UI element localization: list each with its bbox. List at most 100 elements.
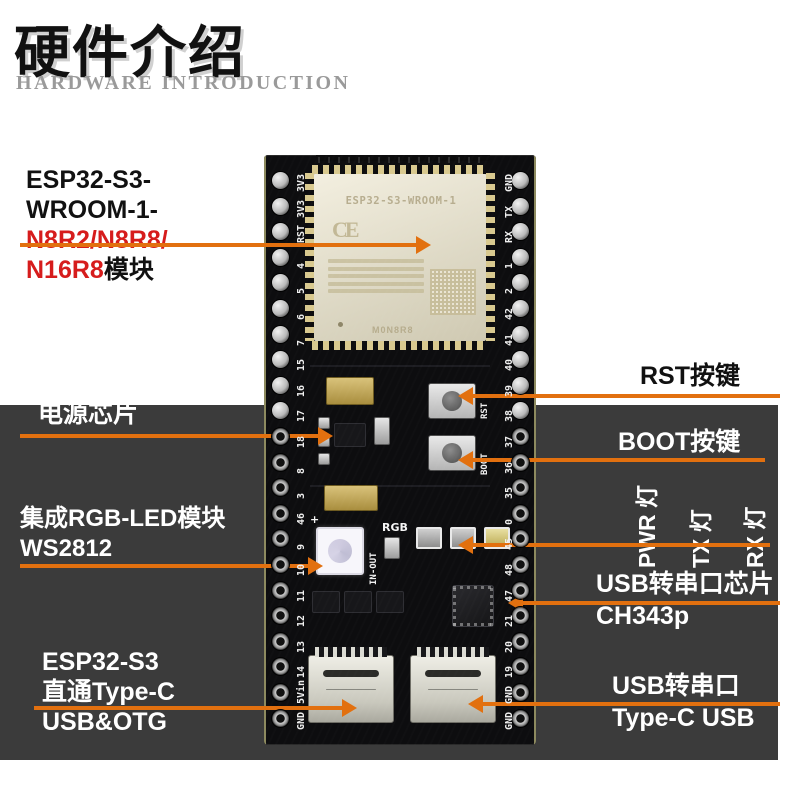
right-pin-19[interactable] — [512, 658, 529, 676]
callout-rst-button: RST按键 — [640, 362, 741, 390]
plus-silkscreen: + — [310, 513, 320, 526]
ch343p-usb-serial-chip — [452, 585, 494, 627]
smd-resistor — [318, 453, 330, 465]
callout-module-line4-red: N16R8 — [26, 256, 104, 284]
callout-usb-serial-port-line1: USB转串口 — [612, 672, 740, 700]
right-pin-label-48: 48 — [504, 563, 515, 576]
right-pin-45[interactable] — [512, 530, 529, 548]
right-pin-gnd[interactable] — [512, 684, 529, 701]
smd-component — [344, 591, 372, 613]
leader-line-rst — [470, 394, 780, 398]
boot-silkscreen: BOOT — [480, 453, 490, 475]
left-pin-3[interactable] — [272, 479, 289, 497]
right-pin-gnd[interactable] — [512, 709, 529, 727]
left-pin-label-18: 18 — [296, 435, 307, 448]
left-pin-8[interactable] — [272, 453, 289, 471]
right-pin-rx[interactable] — [512, 223, 529, 241]
right-pin-20[interactable] — [512, 632, 529, 650]
callout-module-line2: WROOM-1- — [26, 196, 158, 224]
callout-usb-serial-chip-line1: USB转串口芯片 — [596, 570, 774, 598]
leader-line-usb-otg — [34, 706, 344, 710]
module-pads-top — [312, 165, 488, 174]
right-pin-21[interactable] — [512, 607, 529, 625]
right-pin-47[interactable] — [512, 581, 529, 599]
callout-pwr-led: PWR 灯 — [634, 484, 660, 568]
left-pin-label-9: 9 — [296, 544, 307, 551]
left-pin-label-14: 14 — [296, 666, 307, 679]
callout-usb-otg-line2: 直通Type-C — [42, 678, 175, 706]
left-pin-15[interactable] — [272, 351, 289, 369]
right-pin-38[interactable] — [512, 402, 529, 420]
left-pin-46[interactable] — [272, 504, 289, 522]
right-pin-39[interactable] — [512, 376, 529, 394]
right-pin-48[interactable] — [512, 556, 529, 573]
left-pin-4[interactable] — [272, 248, 289, 266]
right-pin-label-39: 39 — [504, 384, 515, 397]
left-pin-label-15: 15 — [296, 359, 307, 372]
left-pin-17[interactable] — [272, 402, 289, 420]
right-pin-35[interactable] — [512, 479, 529, 497]
left-pin-12[interactable] — [272, 607, 289, 625]
leader-arrow-rst — [458, 387, 473, 405]
power-chip-sot23 — [334, 423, 366, 447]
antenna-via-row — [318, 157, 488, 163]
right-pin-40[interactable] — [512, 351, 529, 369]
left-pin-gnd[interactable] — [272, 709, 289, 727]
right-pin-2[interactable] — [512, 274, 529, 292]
left-pin-16[interactable] — [272, 376, 289, 394]
right-pin-label-35: 35 — [504, 487, 515, 500]
page-title: 硬件介绍 — [14, 21, 246, 86]
module-pads-right — [486, 173, 495, 341]
right-pin-1[interactable] — [512, 248, 529, 266]
left-pin-7[interactable] — [272, 325, 289, 343]
left-pin-label-7: 7 — [296, 339, 307, 346]
left-pin-5vin[interactable] — [272, 684, 289, 701]
left-pin-label-3v3: 3V3 — [296, 199, 307, 218]
right-pin-label-gnd: GND — [504, 173, 515, 192]
right-pin-0[interactable] — [512, 504, 529, 522]
inductor-component — [326, 377, 374, 405]
right-pin-42[interactable] — [512, 300, 529, 317]
left-pin-label-11: 11 — [296, 589, 307, 602]
callout-boot-button: BOOT按键 — [618, 428, 741, 456]
leader-line-module — [20, 243, 420, 247]
right-pin-label-rx: RX — [504, 231, 515, 244]
rst-silkscreen: RST — [480, 402, 490, 419]
pwr-led — [416, 527, 442, 549]
right-pin-tx[interactable] — [512, 197, 529, 215]
left-pin-10[interactable] — [272, 556, 289, 573]
right-pin-label-38: 38 — [504, 410, 515, 423]
left-pin-6[interactable] — [272, 300, 289, 317]
left-pin-18[interactable] — [272, 428, 289, 445]
leader-line-usb-serial-chip — [520, 601, 780, 605]
right-pin-41[interactable] — [512, 325, 529, 343]
right-pin-36[interactable] — [512, 453, 529, 471]
left-pin-11[interactable] — [272, 581, 289, 599]
left-pin-9[interactable] — [272, 530, 289, 548]
right-pin-label-47: 47 — [504, 589, 515, 602]
left-pin-13[interactable] — [272, 632, 289, 650]
leader-arrow-leds — [458, 536, 473, 554]
left-pin-3v3[interactable] — [272, 197, 289, 215]
right-pin-label-gnd: GND — [504, 685, 515, 704]
left-pin-3v3[interactable] — [272, 172, 289, 189]
left-pin-14[interactable] — [272, 658, 289, 676]
right-pin-37[interactable] — [512, 428, 529, 445]
leader-arrow-usb-serial-port — [468, 695, 483, 713]
rgb-arrow-marker — [384, 537, 400, 559]
module-code-marking: M0N8R8 — [372, 325, 414, 335]
right-pin-gnd[interactable] — [512, 172, 529, 189]
usb-c-serial-connector[interactable] — [410, 647, 496, 723]
leader-arrow-usb-otg — [342, 699, 357, 717]
left-pin-label-10: 10 — [296, 563, 307, 576]
right-pin-label-45: 45 — [504, 538, 515, 551]
leader-arrow-rgb-led — [308, 557, 323, 575]
right-pin-label-1: 1 — [504, 262, 515, 269]
leader-line-usb-serial-port — [480, 702, 780, 706]
callout-rgb-led-line1: 集成RGB-LED模块 — [20, 505, 226, 532]
left-pin-5[interactable] — [272, 274, 289, 292]
rgb-silkscreen: RGB — [382, 521, 408, 534]
left-pin-rst[interactable] — [272, 223, 289, 241]
callout-module-line4-rest: 模块 — [103, 256, 154, 284]
